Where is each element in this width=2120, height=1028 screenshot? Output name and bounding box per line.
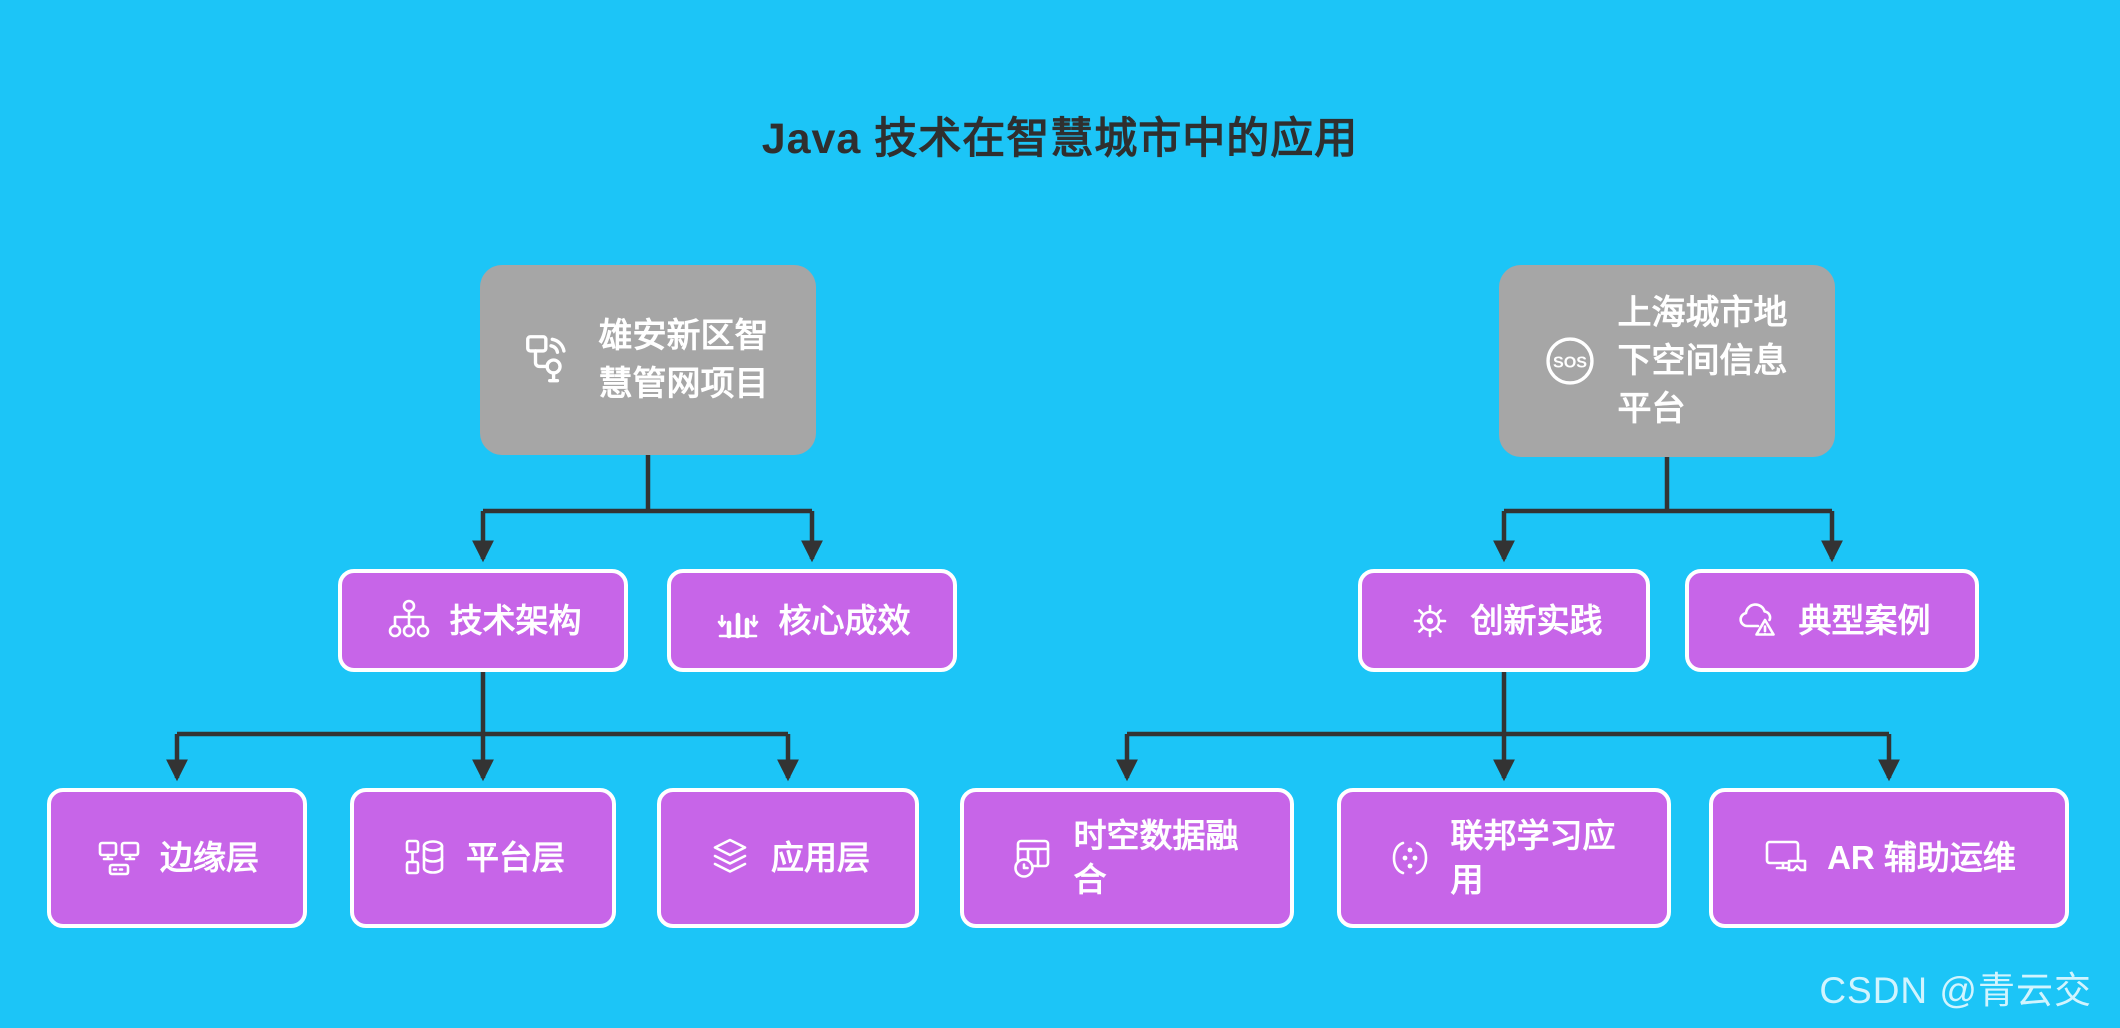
connector-left-level2 [177,672,788,737]
watermark: CSDN @青云交 [1819,970,2092,1011]
node-label: 技术架构 [449,601,582,639]
layers-icon [706,834,754,882]
node-xiongan-project: 雄安新区智慧管网项目 [480,265,816,455]
node-application-layer: 应用层 [657,788,919,928]
sitemap-icon [385,597,433,645]
diagram-title: Java 技术在智慧城市中的应用 [761,115,1359,163]
node-edge-layer: 边缘层 [47,788,307,928]
svg-text:SOS: SOS [1552,353,1586,371]
node-label: AR 辅助运维 [1827,839,2016,877]
federated-learning-icon [1386,834,1434,882]
connector-right-level2 [1127,672,1889,737]
node-label: 联邦学习应用 [1450,817,1616,898]
node-ar-maintenance: AR 辅助运维 [1709,788,2069,928]
node-label: 上海城市地下空间信息平台 [1617,293,1788,429]
node-label: 核心成效 [778,601,911,639]
sos-icon: SOS [1539,330,1601,392]
node-innovation-practice: 创新实践 [1358,569,1650,672]
node-typical-cases: 典型案例 [1685,569,1979,672]
node-label: 边缘层 [160,839,259,877]
spatiotemporal-grid-clock-icon [1009,834,1057,882]
node-platform-layer: 平台层 [350,788,616,928]
pipeline-network-icon [520,329,582,391]
cloud-warning-icon [1734,597,1782,645]
node-shanghai-platform: SOS 上海城市地下空间信息平台 [1499,265,1835,457]
ar-monitor-icon [1762,834,1810,882]
node-label: 时空数据融合 [1073,817,1239,898]
node-label: 应用层 [771,839,870,877]
bar-chart-icon [714,597,762,645]
database-icon [401,834,449,882]
node-label: 典型案例 [1798,601,1931,639]
connector-right-level1 [1504,457,1832,514]
node-label: 雄安新区智慧管网项目 [598,316,769,403]
edge-devices-icon [95,834,143,882]
node-label: 创新实践 [1470,601,1603,639]
node-tech-architecture: 技术架构 [338,569,628,672]
connector-left-level1 [483,454,812,514]
gear-icon [1406,597,1454,645]
node-label: 平台层 [466,839,565,877]
node-federated-learning: 联邦学习应用 [1337,788,1671,928]
node-spatiotemporal-fusion: 时空数据融合 [960,788,1294,928]
node-core-results: 核心成效 [667,569,957,672]
